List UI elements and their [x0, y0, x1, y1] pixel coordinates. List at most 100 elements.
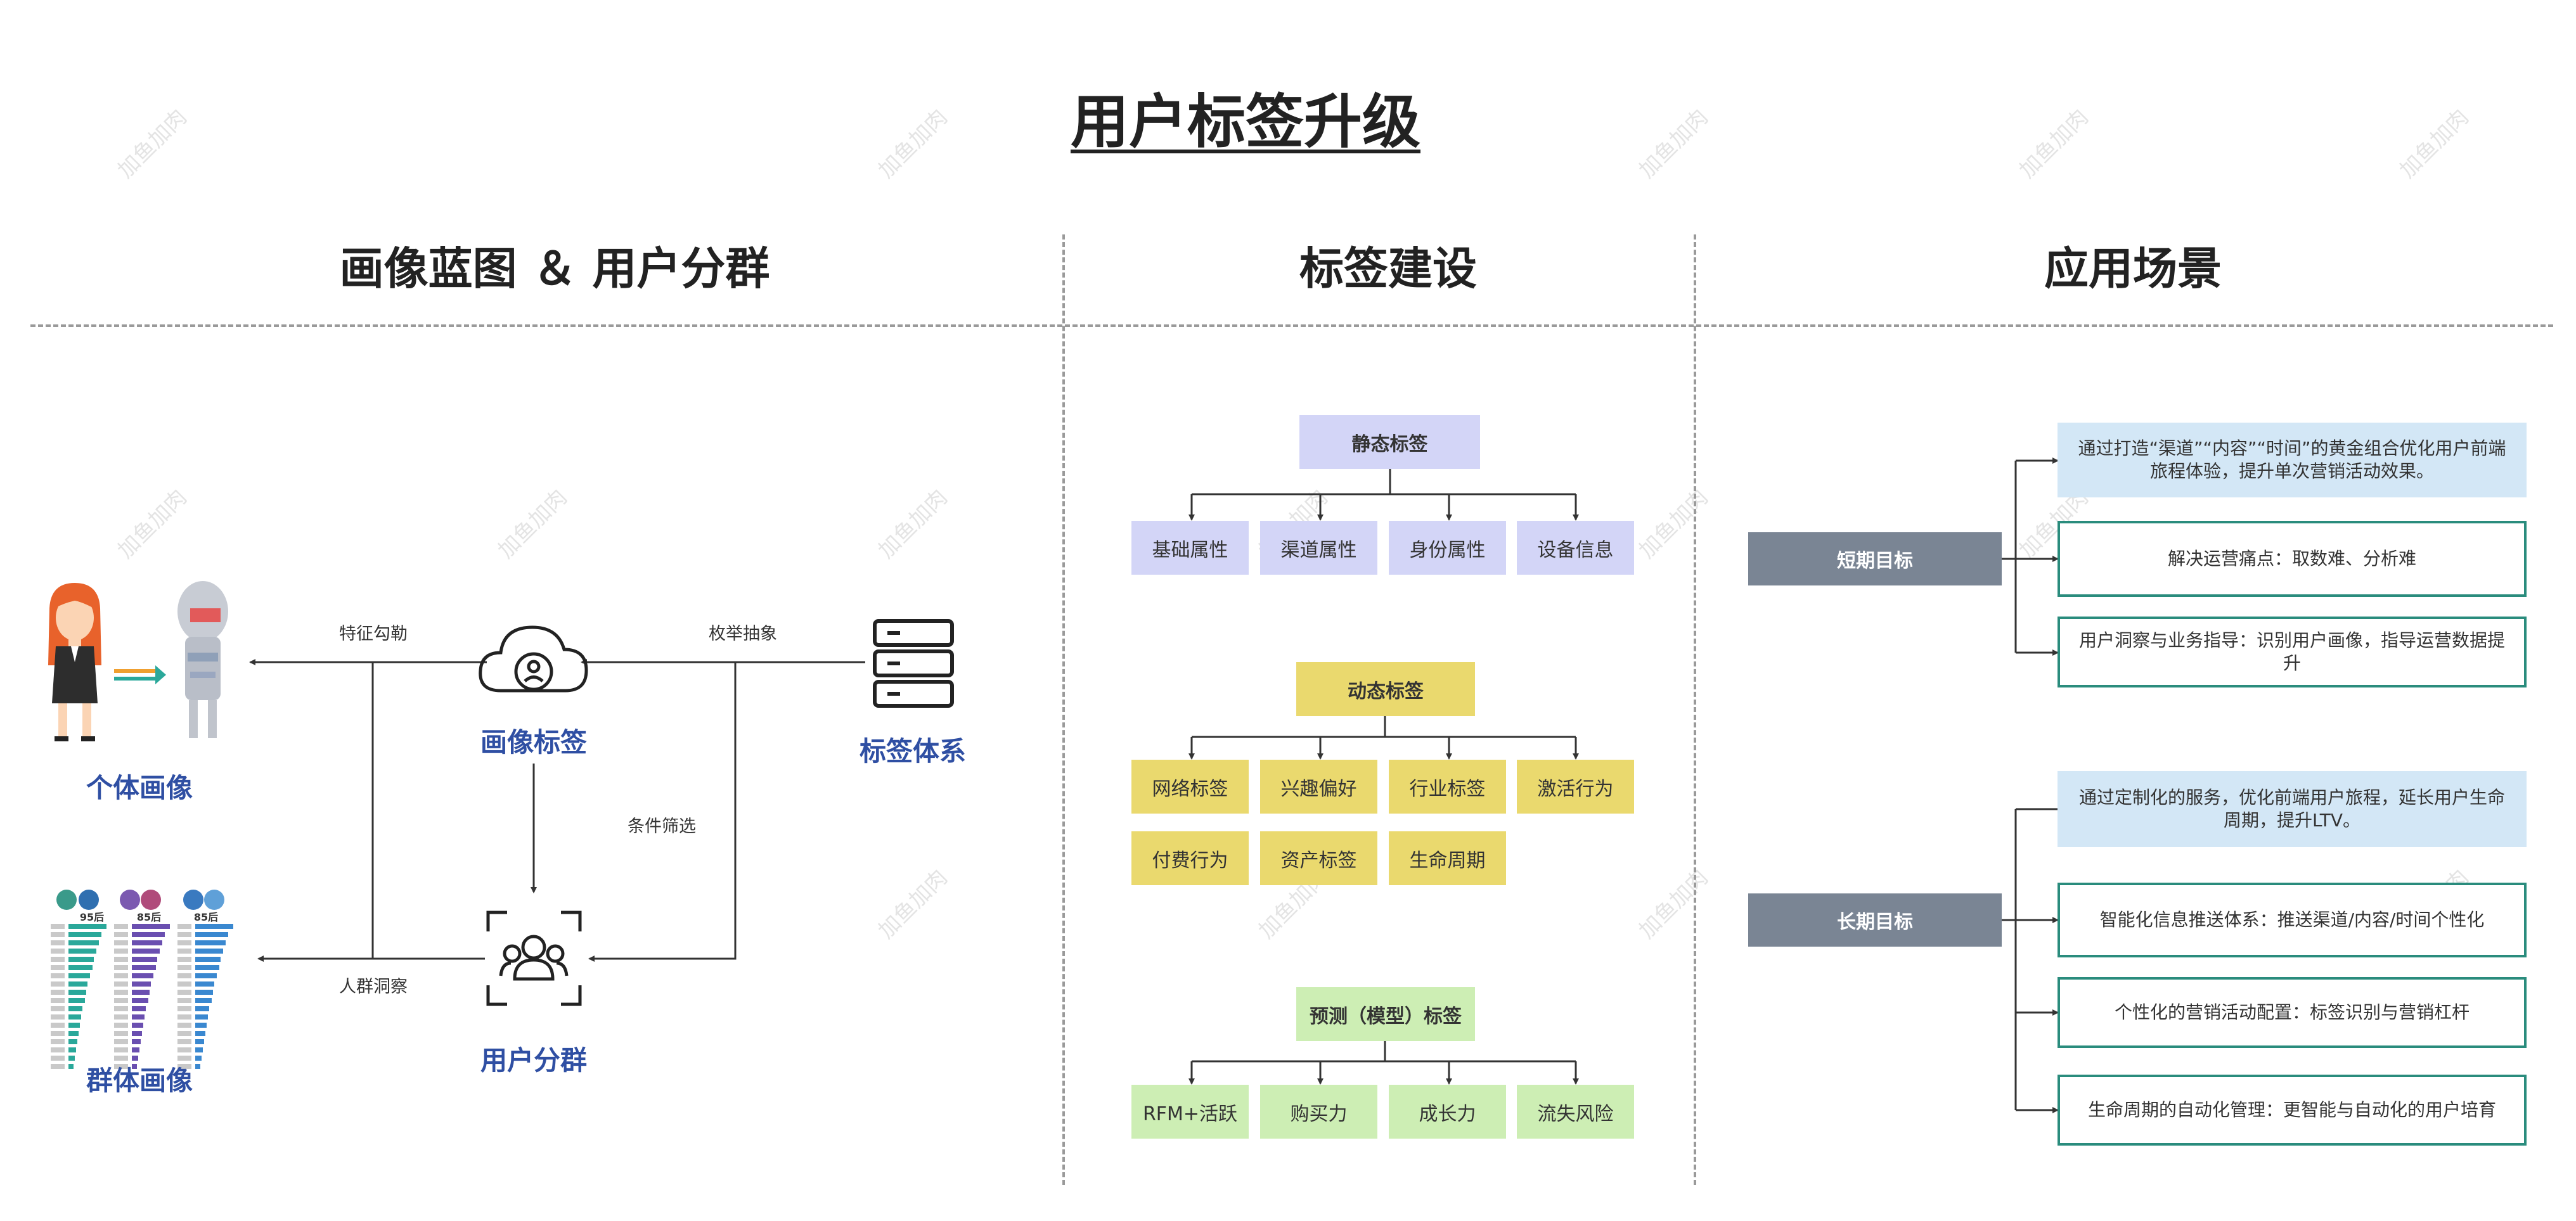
woman-figure-icon [48, 583, 101, 741]
user-group-icon [486, 911, 582, 1006]
portrait-tags-label: 画像标签 [480, 727, 587, 758]
mini-bar [68, 1014, 81, 1020]
mini-bar [195, 940, 226, 945]
dynamic-tag-item: 行业标签 [1389, 760, 1506, 814]
individual-portrait-label: 个体画像 [86, 772, 193, 803]
mini-bar [68, 998, 85, 1003]
mini-bar-label [177, 965, 191, 970]
mini-bar-label [51, 1064, 65, 1069]
mini-bar [132, 924, 170, 929]
mini-bar-label [51, 998, 65, 1003]
static-tag-item: 渠道属性 [1260, 521, 1377, 575]
static-tag-item: 基础属性 [1131, 521, 1249, 575]
mini-bar-label [114, 1023, 128, 1028]
mini-bar [132, 998, 148, 1003]
mini-bar [68, 1047, 76, 1052]
mini-bar-label [177, 973, 191, 978]
mini-bar-label [114, 1006, 128, 1011]
dynamic-tag-item: 付费行为 [1131, 831, 1249, 885]
mini-bar-label [114, 1056, 128, 1061]
predictive-tag-item: RFM+活跃 [1131, 1085, 1249, 1139]
mini-bar [195, 949, 223, 954]
mini-bar [195, 1014, 208, 1020]
mini-bar-label [51, 1056, 65, 1061]
static-tag-head: 静态标签 [1299, 415, 1480, 469]
mini-bar [132, 1023, 143, 1028]
mini-bar-label [114, 973, 128, 978]
mini-bar [68, 981, 87, 987]
section-title-blueprint: 画像蓝图 ＆ 用户分群 [339, 243, 770, 295]
mini-bar [68, 1031, 79, 1036]
mini-bar [68, 965, 93, 970]
short-term-goal: 短期目标 [1748, 532, 2002, 585]
mini-bar [195, 981, 214, 987]
short-term-card: 用户洞察与业务指导：识别用户画像，指导运营数据提升 [2058, 617, 2527, 687]
long-term-card: 生命周期的自动化管理：更智能与自动化的用户培育 [2058, 1075, 2527, 1146]
tag-system-label: 标签体系 [859, 736, 966, 767]
mini-bar [68, 1023, 80, 1028]
blueprint-flow-diagram [48, 581, 954, 1069]
dynamic-tag-head: 动态标签 [1296, 662, 1475, 716]
mini-bar [195, 973, 217, 978]
mini-bar-label [114, 949, 128, 954]
section-title-scenarios: 应用场景 [2044, 243, 2222, 295]
mini-bar [132, 1039, 141, 1044]
mini-bar-label [114, 1047, 128, 1052]
scenario-tree-diagram [2002, 457, 2059, 1113]
long-term-goal: 长期目标 [1748, 893, 2002, 947]
mini-bar [132, 932, 165, 937]
mini-bar-label [114, 1014, 128, 1020]
mini-bar-label [177, 1064, 191, 1069]
mini-bar-label [114, 1031, 128, 1036]
page-title: 用户标签升级 [1070, 88, 1420, 156]
static-tag-item: 身份属性 [1389, 521, 1506, 575]
mini-bar-label [114, 1039, 128, 1044]
mini-bar-label [177, 1047, 191, 1052]
long-term-card: 通过定制化的服务，优化前端用户旅程，延长用户生命周期，提升LTV。 [2058, 771, 2527, 847]
mini-bar-label [51, 924, 65, 929]
mini-bar-label [177, 1031, 191, 1036]
mini-bar-label [51, 990, 65, 995]
mini-bar-label [114, 998, 128, 1003]
user-segment-label: 用户分群 [480, 1045, 587, 1076]
dynamic-tag-item: 兴趣偏好 [1260, 760, 1377, 814]
mini-bar [68, 932, 101, 937]
mini-bar [195, 1023, 207, 1028]
mini-bar-label [177, 1006, 191, 1011]
mini-bar [68, 973, 90, 978]
mini-bar [195, 957, 221, 962]
group-portrait-label: 群体画像 [86, 1065, 193, 1096]
mini-bar-label [51, 981, 65, 987]
edge-label-filter: 条件筛选 [628, 817, 696, 836]
long-term-card: 个性化的营销活动配置：标签识别与营销杠杆 [2058, 977, 2527, 1048]
group-portrait-chart-icon [51, 890, 233, 1069]
arrow-filter [588, 662, 737, 962]
mini-bar-label [177, 990, 191, 995]
group-badges: 95后 85后 85后 [63, 909, 235, 924]
mini-bar [195, 924, 233, 929]
mini-bar [195, 1031, 205, 1036]
mini-bar-label [177, 924, 191, 929]
mini-bar [68, 1039, 77, 1044]
predictive-tag-item: 流失风险 [1517, 1085, 1634, 1139]
mini-bar [132, 1056, 138, 1061]
mini-bar-label [51, 973, 65, 978]
mini-bar [132, 973, 153, 978]
mini-bar-label [177, 932, 191, 937]
mini-bar [132, 1047, 139, 1052]
mini-bar [195, 1039, 204, 1044]
mini-bar-label [114, 981, 128, 987]
mini-bar [132, 981, 151, 987]
mini-bar [132, 990, 150, 995]
mini-bar [68, 1006, 82, 1011]
mini-bar [195, 1047, 203, 1052]
mini-bar [68, 949, 96, 954]
mini-bar-label [177, 1014, 191, 1020]
mini-bar-label [51, 965, 65, 970]
mini-bar-label [177, 998, 191, 1003]
edge-label-enum: 枚举抽象 [709, 624, 777, 644]
column-divider-right [1694, 234, 1696, 1185]
wordcloud-silhouette-icon [177, 581, 228, 738]
mini-bar-label [177, 1039, 191, 1044]
mini-bar [132, 1031, 142, 1036]
